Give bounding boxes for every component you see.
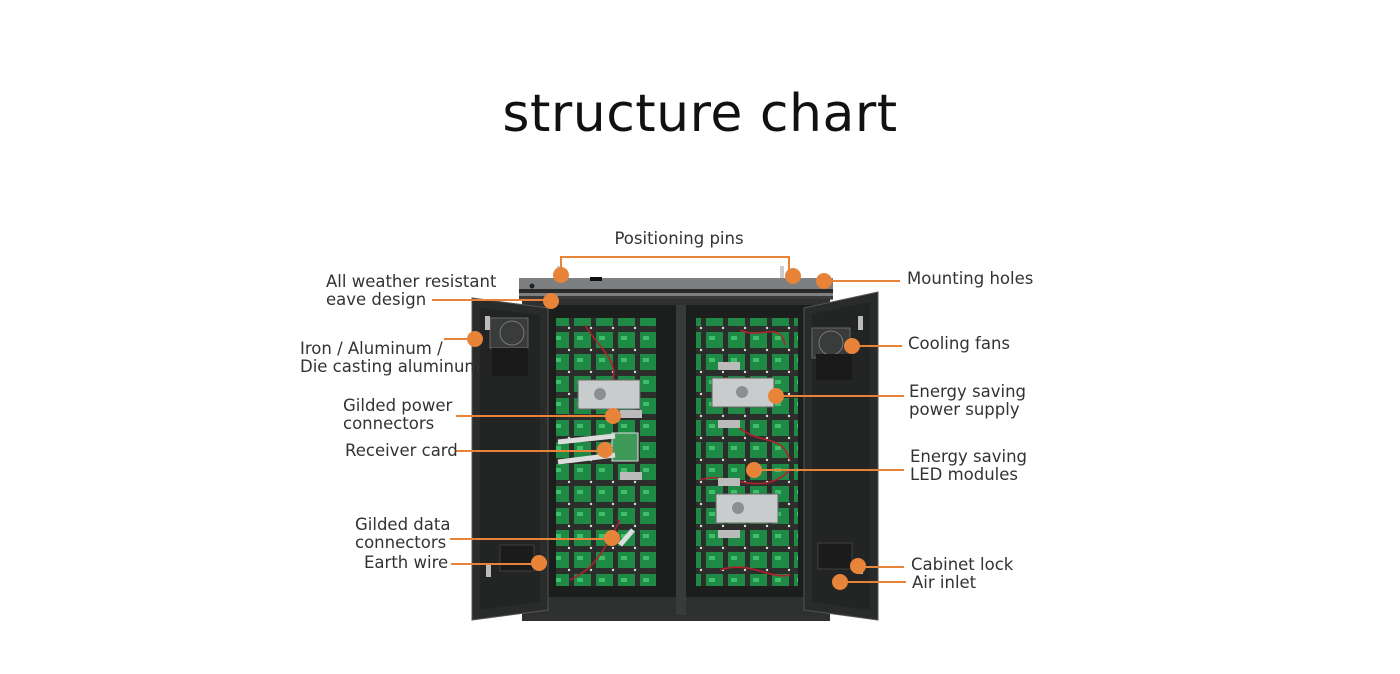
callout-dot-data-connectors — [604, 530, 620, 546]
power-supply-left — [577, 379, 641, 410]
label-material: Iron / Aluminum / Die casting aluminum — [300, 339, 481, 376]
label-power-supply: Energy saving power supply — [909, 382, 1026, 419]
label-power-connectors: Gilded power connectors — [343, 396, 453, 433]
label-air-inlet: Air inlet — [912, 573, 977, 592]
label-cooling-fans: Cooling fans — [908, 334, 1011, 353]
power-supply-right-lower — [715, 493, 779, 524]
callout-dot-cooling-fans — [844, 338, 860, 354]
cabinet-eave — [519, 266, 833, 300]
callout-line-positioning-pins — [560, 256, 790, 276]
callout-dot-air-inlet — [832, 574, 848, 590]
power-supply-right — [711, 377, 775, 408]
callout-lines — [432, 256, 906, 583]
callout-dot-power-connectors — [605, 408, 621, 424]
callout-dot-earth-wire — [531, 555, 547, 571]
callout-dot-receiver-card — [597, 442, 613, 458]
label-mounting-holes: Mounting holes — [907, 269, 1034, 288]
callout-dot-eave — [543, 293, 559, 309]
callout-dot-mounting-holes — [816, 273, 832, 289]
label-receiver-card: Receiver card — [345, 441, 458, 460]
right-door — [803, 291, 879, 621]
label-positioning-pins: Positioning pins — [614, 229, 744, 248]
data-connector-ribbons — [618, 362, 740, 547]
callout-dot-cabinet-lock — [850, 558, 866, 574]
led-module-grid-right — [696, 318, 798, 586]
left-door — [471, 297, 549, 621]
label-data-connectors: Gilded data connectors — [355, 515, 451, 552]
callout-dot-material — [467, 331, 483, 347]
label-earth-wire: Earth wire — [364, 553, 449, 572]
callout-dot-positioning-pin-left — [553, 267, 569, 283]
callout-dot-power-supply — [768, 388, 784, 404]
callout-dot-positioning-pin-right — [785, 268, 801, 284]
label-eave-design: All weather resistant eave design — [326, 272, 497, 309]
callout-dot-led-modules — [746, 462, 762, 478]
page-title: structure chart — [502, 84, 898, 144]
label-led-modules: Energy saving LED modules — [910, 447, 1027, 484]
label-cabinet-lock: Cabinet lock — [911, 555, 1014, 574]
